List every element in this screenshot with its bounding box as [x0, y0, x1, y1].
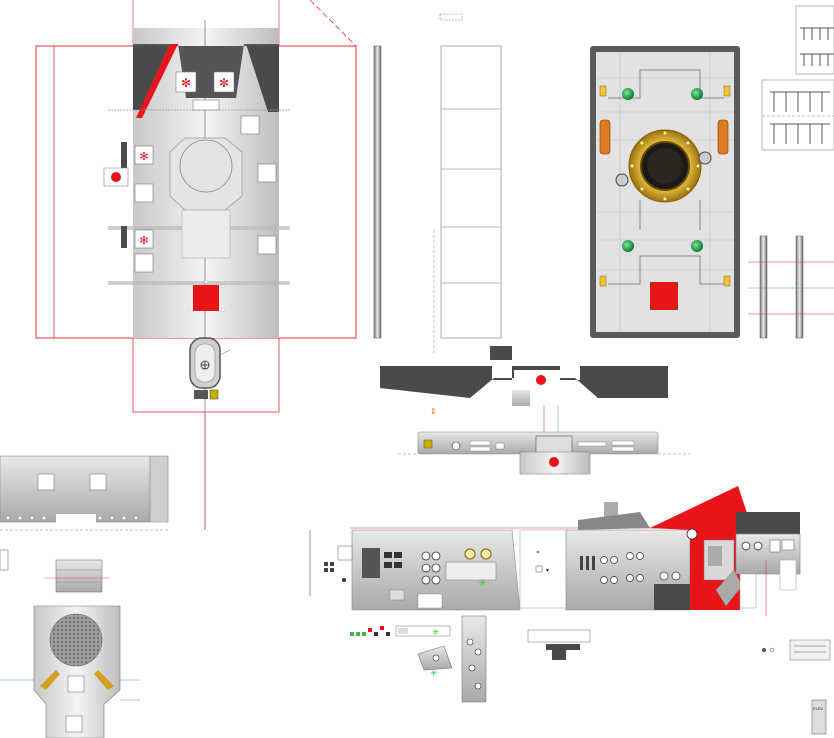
control-console-part: ✳ ▾ — [309, 486, 801, 616]
side-wall-part — [0, 455, 169, 738]
svg-text:⇕: ⇕ — [430, 407, 437, 416]
main-hull-part: ✻ ✻ ✻ ✻ — [35, 0, 357, 530]
console-bar-part: → — [398, 431, 690, 475]
red-patch — [650, 282, 678, 310]
dial-label: ELEV — [813, 706, 824, 711]
asterisk-icon: ✻ ✻ ✻ ✻ — [134, 71, 235, 249]
railing-part — [761, 5, 834, 151]
svg-text:✳: ✳ — [430, 668, 438, 678]
bridge-part: ⇕ — [380, 346, 668, 440]
svg-text:✻: ✻ — [139, 151, 148, 163]
porthole-door-part — [590, 46, 740, 338]
svg-text:✻: ✻ — [219, 76, 229, 90]
rod-part — [373, 45, 382, 339]
svg-text:→: → — [518, 447, 524, 453]
blank-panel-strip — [433, 13, 502, 355]
svg-text:✳: ✳ — [432, 627, 440, 637]
valve-icon — [622, 88, 634, 100]
svg-text:▾: ▾ — [546, 568, 549, 574]
svg-text:✻: ✻ — [181, 76, 191, 90]
svg-text:✳: ✳ — [478, 578, 486, 589]
gauge-icon — [698, 151, 712, 165]
svg-text:✻: ✻ — [139, 235, 148, 247]
round-button-icon — [111, 172, 121, 182]
red-patch — [193, 285, 219, 311]
small-parts: ✳ ✳ ELEV — [350, 615, 831, 735]
